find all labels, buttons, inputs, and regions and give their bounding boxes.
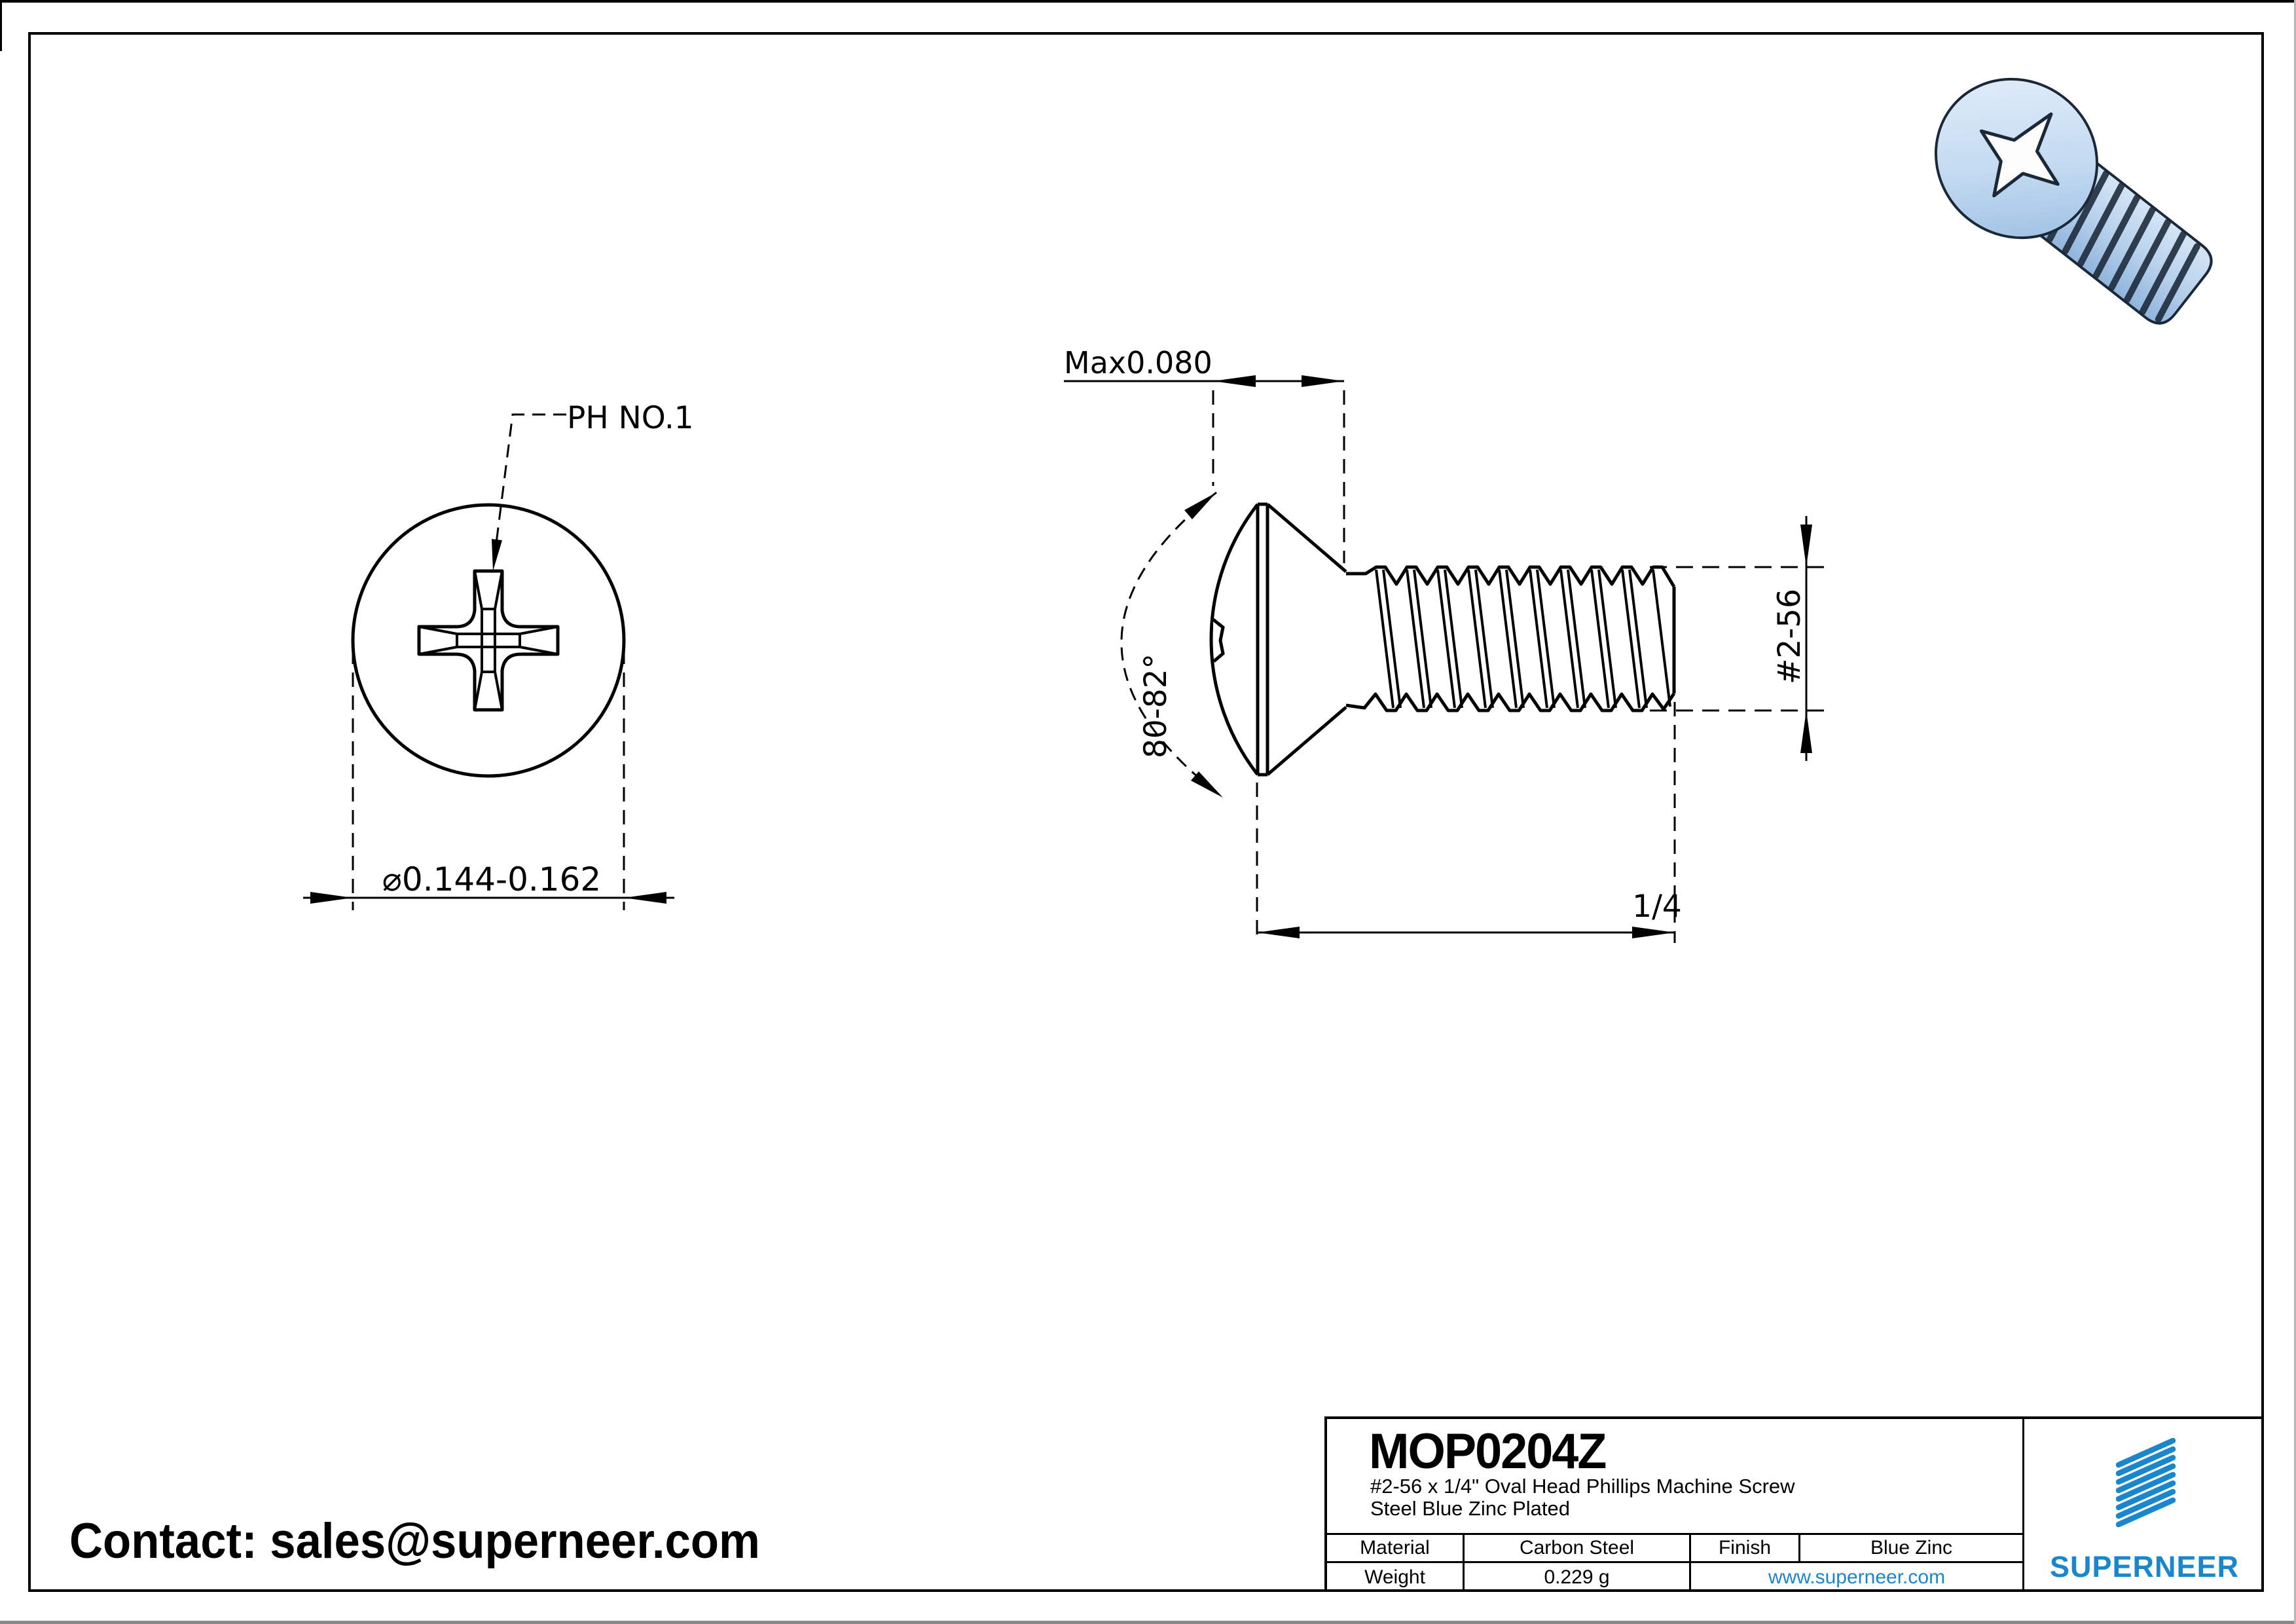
head-cone-edges	[1266, 503, 1347, 776]
finish-value: Blue Zinc	[1798, 1535, 2022, 1561]
part-number: MOP0204Z	[1369, 1424, 1607, 1479]
dim-arrow-top	[1800, 525, 1812, 567]
spec-table-row-1: Material Carbon Steel Finish Blue Zinc	[1327, 1535, 2022, 1563]
phillips-recess-outer-cross	[417, 569, 560, 712]
dim-arrow-left	[310, 892, 353, 904]
screw-3d-render	[1934, 77, 2213, 325]
page-edge-right	[2294, 0, 2296, 1624]
head-outline-circle	[351, 503, 626, 778]
page-edge-top	[0, 0, 2296, 3]
contact-line: Contact: sales@superneer.com	[69, 1513, 760, 1569]
part-description: #2-56 x 1/4" Oval Head Phillips Machine …	[1370, 1475, 1795, 1520]
recess-callout-leader	[492, 413, 566, 571]
thread-size-dim-text: #2-56	[1772, 589, 1808, 684]
angle-arrow-bottom	[1191, 771, 1223, 798]
spec-table: Material Carbon Steel Finish Blue Zinc W…	[1327, 1533, 2022, 1591]
angle-arrow-top	[1184, 492, 1216, 519]
screw-3d-phillips-recess	[1979, 112, 2060, 198]
screw-3d-head	[1934, 77, 2099, 240]
dim-arrow-right	[624, 892, 666, 904]
length-dimension	[1256, 702, 1676, 943]
dim-arrow-right	[1302, 375, 1344, 387]
head-angle-dimension	[1120, 491, 1224, 799]
drawing-frame-border	[28, 32, 2264, 1592]
page-edge-bottom	[0, 1621, 2296, 1624]
dim-arrow-left	[1213, 375, 1256, 387]
length-dim-text: 1/4	[1632, 889, 1682, 925]
recess-callout-text: PH NO.1	[567, 400, 694, 436]
leader-arrowhead	[492, 539, 502, 571]
spec-table-row-2: Weight 0.229 g www.superneer.com	[1327, 1563, 2022, 1591]
diameter-dim-text: ⌀0.144-0.162	[382, 860, 601, 898]
material-value: Carbon Steel	[1463, 1535, 1689, 1561]
thread-bottom-profile	[1345, 692, 1676, 712]
website-link[interactable]: www.superneer.com	[1689, 1563, 2022, 1591]
brand-logo-cell: SUPERNEER	[2022, 1419, 2265, 1589]
head-height-dimension	[1064, 375, 1345, 563]
front-view: ⌀0.144-0.162 PH NO.1	[303, 400, 694, 910]
side-view: Max0.080 80-82° 1/4	[1064, 345, 1827, 943]
superneer-logo-icon	[2116, 1437, 2176, 1528]
dim-arrow-right	[1632, 927, 1675, 938]
diameter-dimension	[303, 650, 674, 910]
head-height-dim-text: Max0.080	[1064, 345, 1212, 380]
weight-label: Weight	[1364, 1566, 1425, 1588]
brand-name: SUPERNEER	[2049, 1550, 2240, 1583]
finish-label: Finish	[1689, 1535, 1798, 1561]
head-rim-band	[1256, 502, 1269, 777]
part-description-line2: Steel Blue Zinc Plated	[1370, 1497, 1571, 1520]
screw-3d-thread-stripes	[2046, 158, 2200, 323]
dim-arrow-bottom	[1800, 710, 1812, 753]
title-block-info: MOP0204Z #2-56 x 1/4" Oval Head Phillips…	[1327, 1419, 2022, 1591]
thread-helix-lines	[1375, 569, 1671, 709]
thread-top-profile	[1346, 565, 1676, 588]
material-label: Material	[1360, 1537, 1430, 1559]
page-edge-left	[0, 0, 2, 51]
head-angle-dim-text: 80-82°	[1138, 654, 1174, 758]
dim-arrow-left	[1257, 927, 1300, 938]
title-block: MOP0204Z #2-56 x 1/4" Oval Head Phillips…	[1324, 1416, 2264, 1592]
phillips-recess-inner-detail	[418, 570, 558, 710]
part-description-line1: #2-56 x 1/4" Oval Head Phillips Machine …	[1370, 1475, 1795, 1498]
head-dome-arc	[1209, 503, 1259, 776]
dome-recess-notch	[1212, 618, 1225, 663]
thread-size-dimension	[1650, 516, 1827, 761]
weight-value: 0.229 g	[1463, 1563, 1689, 1591]
